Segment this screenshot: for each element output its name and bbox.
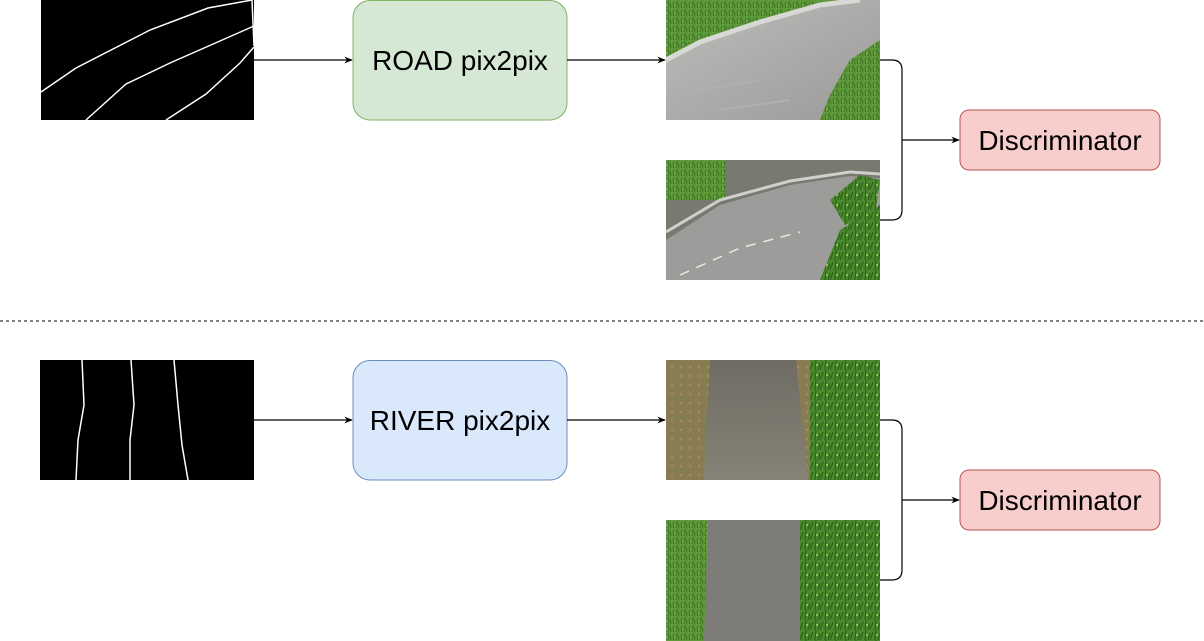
road-input-mask <box>40 0 255 121</box>
river-generated-image <box>666 360 880 480</box>
river-discriminator-label: Discriminator <box>978 485 1141 516</box>
river-generator-label: RIVER pix2pix <box>370 405 551 436</box>
river-discriminator-box: Discriminator <box>959 469 1161 531</box>
road-generator-label: ROAD pix2pix <box>372 45 548 76</box>
river-bracket <box>880 419 903 581</box>
road-pipeline: ROAD pix2pix Discriminator <box>40 0 1161 280</box>
river-generator-box: RIVER pix2pix <box>352 360 568 481</box>
river-real-image <box>666 520 880 641</box>
river-pipeline: RIVER pix2pix Discriminator <box>40 359 1161 641</box>
road-generator-box: ROAD pix2pix <box>352 0 568 121</box>
road-generated-image <box>666 0 880 120</box>
river-input-mask <box>40 359 254 481</box>
road-discriminator-label: Discriminator <box>978 125 1141 156</box>
road-real-image <box>666 160 880 280</box>
road-discriminator-box: Discriminator <box>959 109 1161 171</box>
road-bracket <box>880 59 903 221</box>
